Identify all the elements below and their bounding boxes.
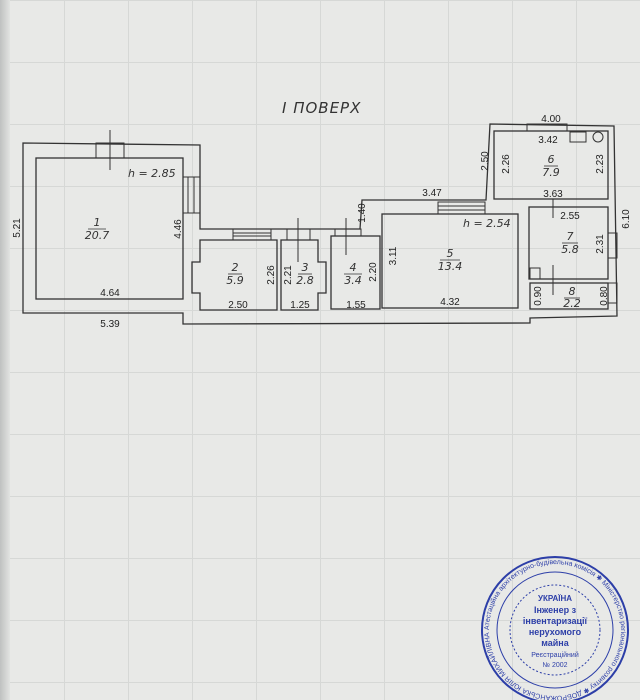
area-underlines [88,165,580,299]
dimension-label: 0.90 [533,286,544,306]
dimension-label: 2.26 [501,154,512,174]
room-number: 6 [548,153,555,166]
dimension-label: 2.55 [560,211,580,222]
stamp-text: УКРАЇНА [538,594,572,603]
dimension-label: 2.21 [283,265,294,285]
room-area: 5.8 [561,243,579,256]
room-area: 20.7 [85,229,110,242]
page-binding-edge [0,0,10,700]
dimension-label: 6.10 [621,209,632,229]
room-area: 5.9 [226,274,244,287]
dimension-label: 2.50 [480,151,491,171]
dimension-label: 5.21 [12,218,23,238]
stamp-text: Інженер з [534,605,577,615]
dimension-label: 4.00 [541,114,561,125]
dimension-label: 4.64 [100,288,120,299]
dimension-label: 2.26 [266,265,277,285]
room-number: 3 [302,261,309,274]
stamp-text: інвентаризації [523,616,588,626]
stamp-text: майна [541,638,570,648]
room-number: 2 [232,261,239,274]
room-area: 13.4 [438,260,463,273]
room-height-label: h = 2.85 [128,167,176,180]
dimension-label: 2.50 [228,300,248,311]
stamp-text: № 2002 [542,662,567,669]
dimension-label: 1.55 [346,300,366,311]
dimension-label: 1.25 [290,300,310,311]
room-number: 8 [569,285,576,298]
windows [95,123,618,304]
dimension-label: 2.20 [368,262,379,282]
dimension-label: 0.80 [599,286,610,306]
room-number: 1 [94,216,101,229]
room-area: 3.4 [344,274,362,287]
stamp-text: нерухомого [529,627,582,637]
room-3 [280,239,327,311]
dimension-label: 1.40 [357,203,368,223]
room-number: 5 [447,247,454,260]
floor-title: I ПОВЕРХ [282,99,361,117]
room-area: 2.8 [296,274,314,287]
room-area: 2.2 [563,297,581,310]
dimension-label: 5.39 [100,319,120,330]
dimension-label: 3.42 [538,135,558,146]
dimension-label: 3.63 [543,189,563,200]
dimension-label: 3.47 [422,188,442,199]
room-2 [191,239,278,311]
dimension-label: 2.23 [595,154,606,174]
dimension-label: 4.32 [440,297,460,308]
room-number: 4 [350,261,357,274]
dimension-label: 3.11 [388,246,399,265]
room-number: 7 [567,230,574,243]
room-height-label: h = 2.54 [463,217,511,230]
dimension-label: 4.46 [173,219,184,239]
dimension-label: 2.31 [595,234,606,254]
room-area: 7.9 [542,166,560,179]
stamp-text: Реєстраційний [531,651,579,659]
